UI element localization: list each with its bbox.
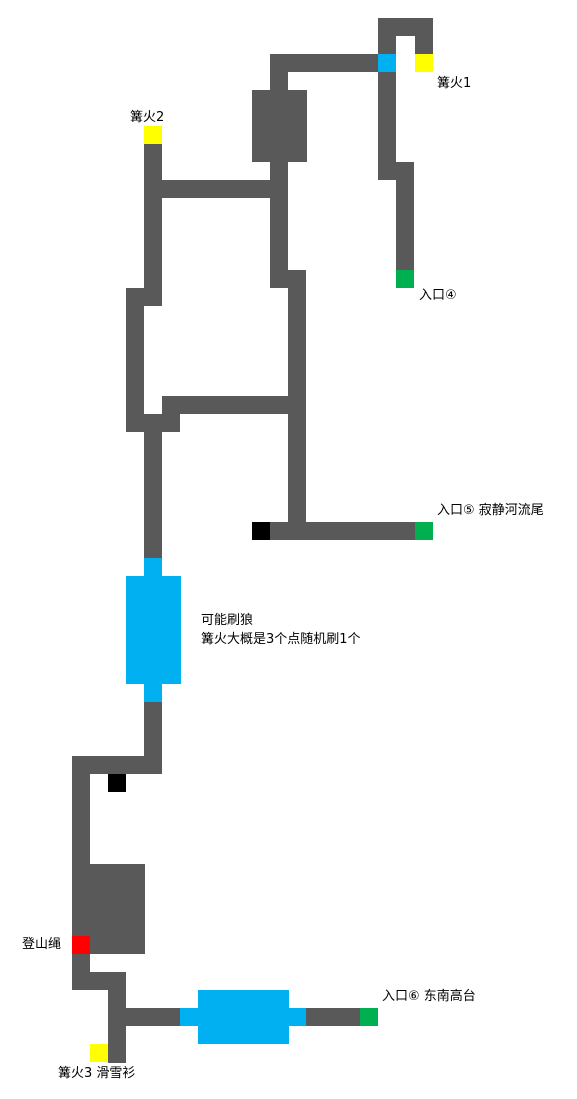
path-segment — [378, 18, 396, 54]
bonfire-2-label: 篝火2 — [130, 110, 165, 125]
path-segment — [126, 288, 144, 432]
blocked-tile — [252, 522, 270, 540]
entrance-6-marker[interactable] — [360, 1008, 378, 1026]
bonfire-3-label: 篝火3 滑雪衫 — [58, 1066, 136, 1081]
path-segment — [270, 54, 288, 90]
path-segment — [270, 522, 415, 540]
entrance-6-label: 入口⑥ 东南高台 — [382, 989, 476, 1004]
path-segment — [144, 144, 162, 306]
path-segment — [306, 1008, 360, 1026]
path-segment — [415, 18, 433, 54]
climbing-rope-label: 登山绳 — [22, 937, 62, 952]
path-segment — [378, 72, 396, 180]
water-crossing — [378, 54, 396, 72]
room-block — [252, 90, 307, 162]
bonfire-3-marker[interactable] — [90, 1044, 108, 1062]
path-segment — [72, 756, 162, 774]
path-segment — [396, 162, 414, 270]
entrance-5-label: 入口⑤ 寂静河流尾 — [437, 503, 544, 518]
path-segment — [72, 756, 90, 864]
entrance-4-marker[interactable] — [396, 270, 414, 288]
climbing-rope-marker[interactable] — [72, 936, 90, 954]
entrance-5-marker[interactable] — [415, 522, 433, 540]
path-segment — [270, 54, 378, 72]
path-segment — [144, 432, 162, 558]
wolf-note-line1: 可能刷狼 — [201, 613, 254, 628]
wolf-zone-bottom — [144, 684, 162, 702]
blocked-tile — [108, 774, 126, 792]
entrance-4-label: 入口④ — [419, 288, 457, 303]
bonfire-2-marker[interactable] — [144, 126, 162, 144]
bonfire-1-marker[interactable] — [415, 54, 433, 72]
water-zone-left-edge — [180, 1008, 198, 1026]
water-zone — [198, 990, 289, 1044]
wolf-note-line2: 篝火大概是3个点随机刷1个 — [201, 632, 361, 647]
path-segment — [108, 972, 126, 1063]
path-segment — [126, 1008, 180, 1026]
water-zone-right-edge — [288, 1008, 306, 1026]
path-segment — [270, 162, 288, 288]
path-segment — [162, 396, 306, 414]
wolf-zone[interactable] — [126, 576, 181, 684]
path-segment — [162, 180, 288, 198]
wolf-zone-top — [144, 558, 162, 576]
bonfire-1-label: 篝火1 — [437, 76, 472, 91]
